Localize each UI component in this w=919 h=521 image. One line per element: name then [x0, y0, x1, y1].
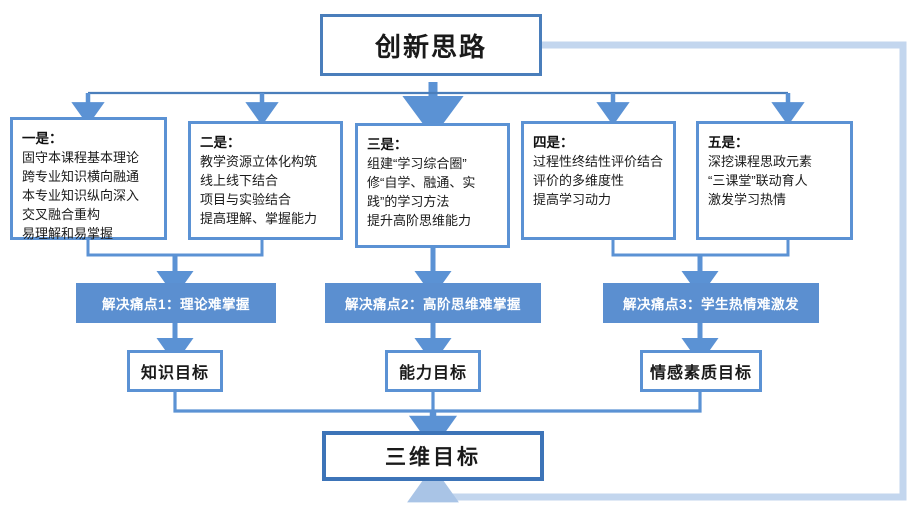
- idea45-to-pain3-connector: [611, 240, 790, 297]
- idea-box-2[interactable]: 二是： 教学资源立体化构筑 线上线下结合 项目与实验结合 提高理解、掌握能力: [188, 121, 343, 240]
- title-box[interactable]: 创新思路: [320, 14, 542, 76]
- feedback-loop-connector: [407, 41, 907, 503]
- pain-point-bar-3-label: 解决痛点3：学生热情难激发: [622, 297, 799, 312]
- idea-box-4-body: 过程性终结性评价结合 评价的多维度性 提高学习动力: [533, 154, 664, 207]
- idea-box-1-head: 一是：: [22, 131, 63, 146]
- goal-box-ability-label: 能力目标: [398, 365, 467, 382]
- pain-point-bar-2-label: 解决痛点2：高阶思维难掌握: [344, 297, 521, 312]
- pain-point-bar-1-label: 解决痛点1：理论难掌握: [101, 297, 250, 312]
- final-outcome-box[interactable]: 三维目标: [322, 431, 544, 481]
- idea-box-3-body: 组建“学习综合圈” 修“自学、融通、实 践”的学习方法 提升高阶思维能力: [367, 156, 476, 228]
- goal-box-ability[interactable]: 能力目标: [385, 350, 481, 392]
- final-outcome-label: 三维目标: [385, 446, 481, 469]
- idea-box-2-body: 教学资源立体化构筑 线上线下结合 项目与实验结合 提高理解、掌握能力: [200, 154, 318, 226]
- idea-box-4-head: 四是：: [533, 135, 574, 150]
- goal-box-knowledge-label: 知识目标: [140, 365, 209, 382]
- idea-box-1-body: 固守本课程基本理论 跨专业知识横向融通 本专业知识纵向深入 交叉融合重构 易理解…: [22, 150, 140, 241]
- idea-box-5-head: 五是：: [708, 135, 749, 150]
- goal-box-knowledge[interactable]: 知识目标: [127, 350, 223, 392]
- pain-point-bar-2[interactable]: 解决痛点2：高阶思维难掌握: [325, 283, 541, 323]
- idea12-to-pain1-connector: [86, 240, 264, 297]
- idea-box-1[interactable]: 一是： 固守本课程基本理论 跨专业知识横向融通 本专业知识纵向深入 交叉融合重构…: [10, 117, 167, 241]
- pain-to-goal-connectors: [156, 323, 719, 364]
- idea-box-4[interactable]: 四是： 过程性终结性评价结合 评价的多维度性 提高学习动力: [521, 121, 676, 240]
- goal-box-emotion-quality-label: 情感素质目标: [649, 365, 752, 382]
- idea-box-2-head: 二是：: [200, 135, 241, 150]
- idea-box-5-body: 深挖课程思政元素 “三课堂”联动育人 激发学习热情: [708, 154, 813, 207]
- page-title: 创新思路: [374, 31, 487, 62]
- pain-point-bar-3[interactable]: 解决痛点3：学生热情难激发: [603, 283, 819, 323]
- idea-box-5[interactable]: 五是： 深挖课程思政元素 “三课堂”联动育人 激发学习热情: [696, 121, 853, 240]
- idea-box-3-head: 三是：: [367, 137, 408, 152]
- goal-merge-bus: [173, 392, 702, 450]
- idea-distribution-bus: [71, 91, 805, 126]
- goal-box-emotion-quality[interactable]: 情感素质目标: [640, 350, 762, 392]
- idea-box-3[interactable]: 三是： 组建“学习综合圈” 修“自学、融通、实 践”的学习方法 提升高阶思维能力: [355, 123, 510, 248]
- pain-point-bar-1[interactable]: 解决痛点1：理论难掌握: [76, 283, 276, 323]
